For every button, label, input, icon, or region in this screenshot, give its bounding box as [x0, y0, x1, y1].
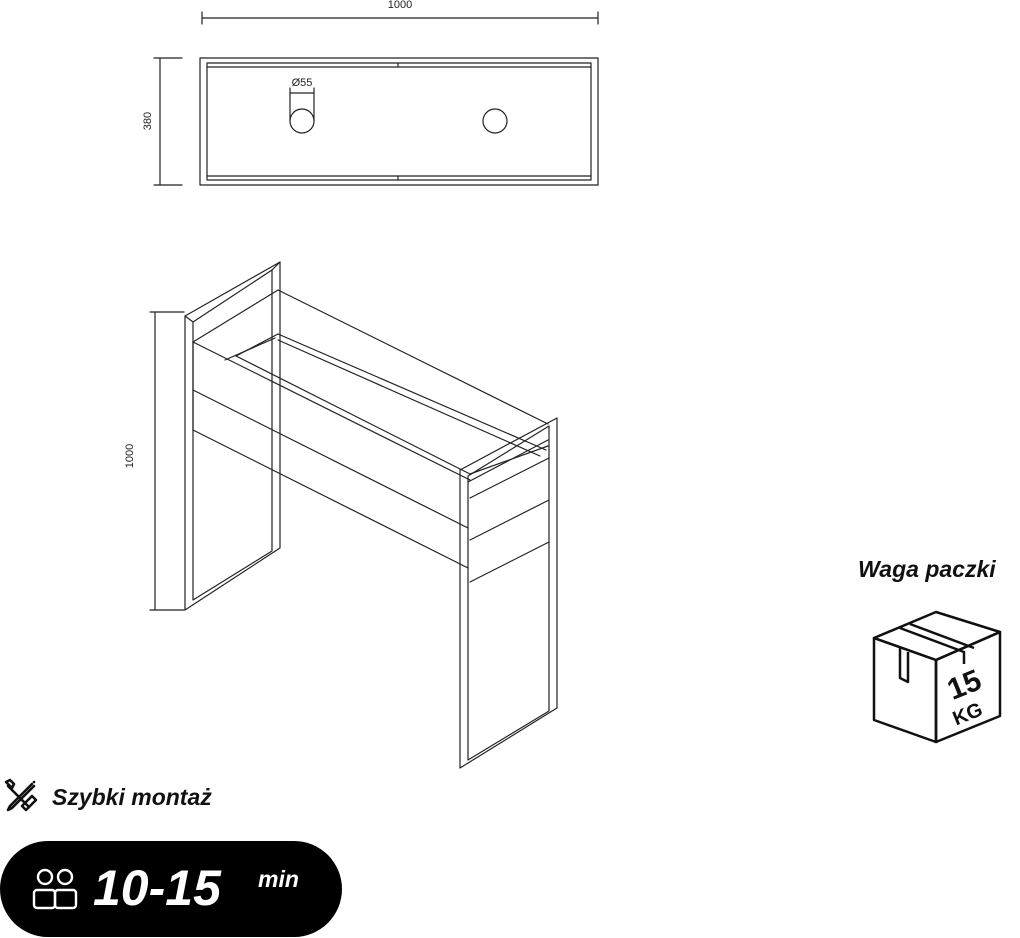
quick-assembly-label: Szybki montaż	[52, 784, 212, 810]
front-height-label: 1000	[124, 444, 136, 468]
assembly-time-unit: min	[258, 866, 299, 892]
isometric-view-drawing	[149, 261, 558, 769]
package-weight-label: Waga paczki	[858, 556, 996, 582]
assembly-time-range: 10-15	[93, 860, 221, 916]
top-depth-label: 380	[142, 112, 154, 130]
people-icon	[32, 868, 78, 910]
drain-hole-right	[482, 108, 508, 134]
weight-value: 15	[943, 664, 986, 707]
drain-hole-left	[289, 108, 315, 134]
tools-icon	[4, 778, 38, 812]
top-width-label: 1000	[388, 0, 412, 11]
top-view-drawing	[153, 11, 599, 186]
package-box-icon: 15 KG	[872, 610, 1002, 744]
hole-diameter-label: Ø55	[292, 77, 313, 89]
